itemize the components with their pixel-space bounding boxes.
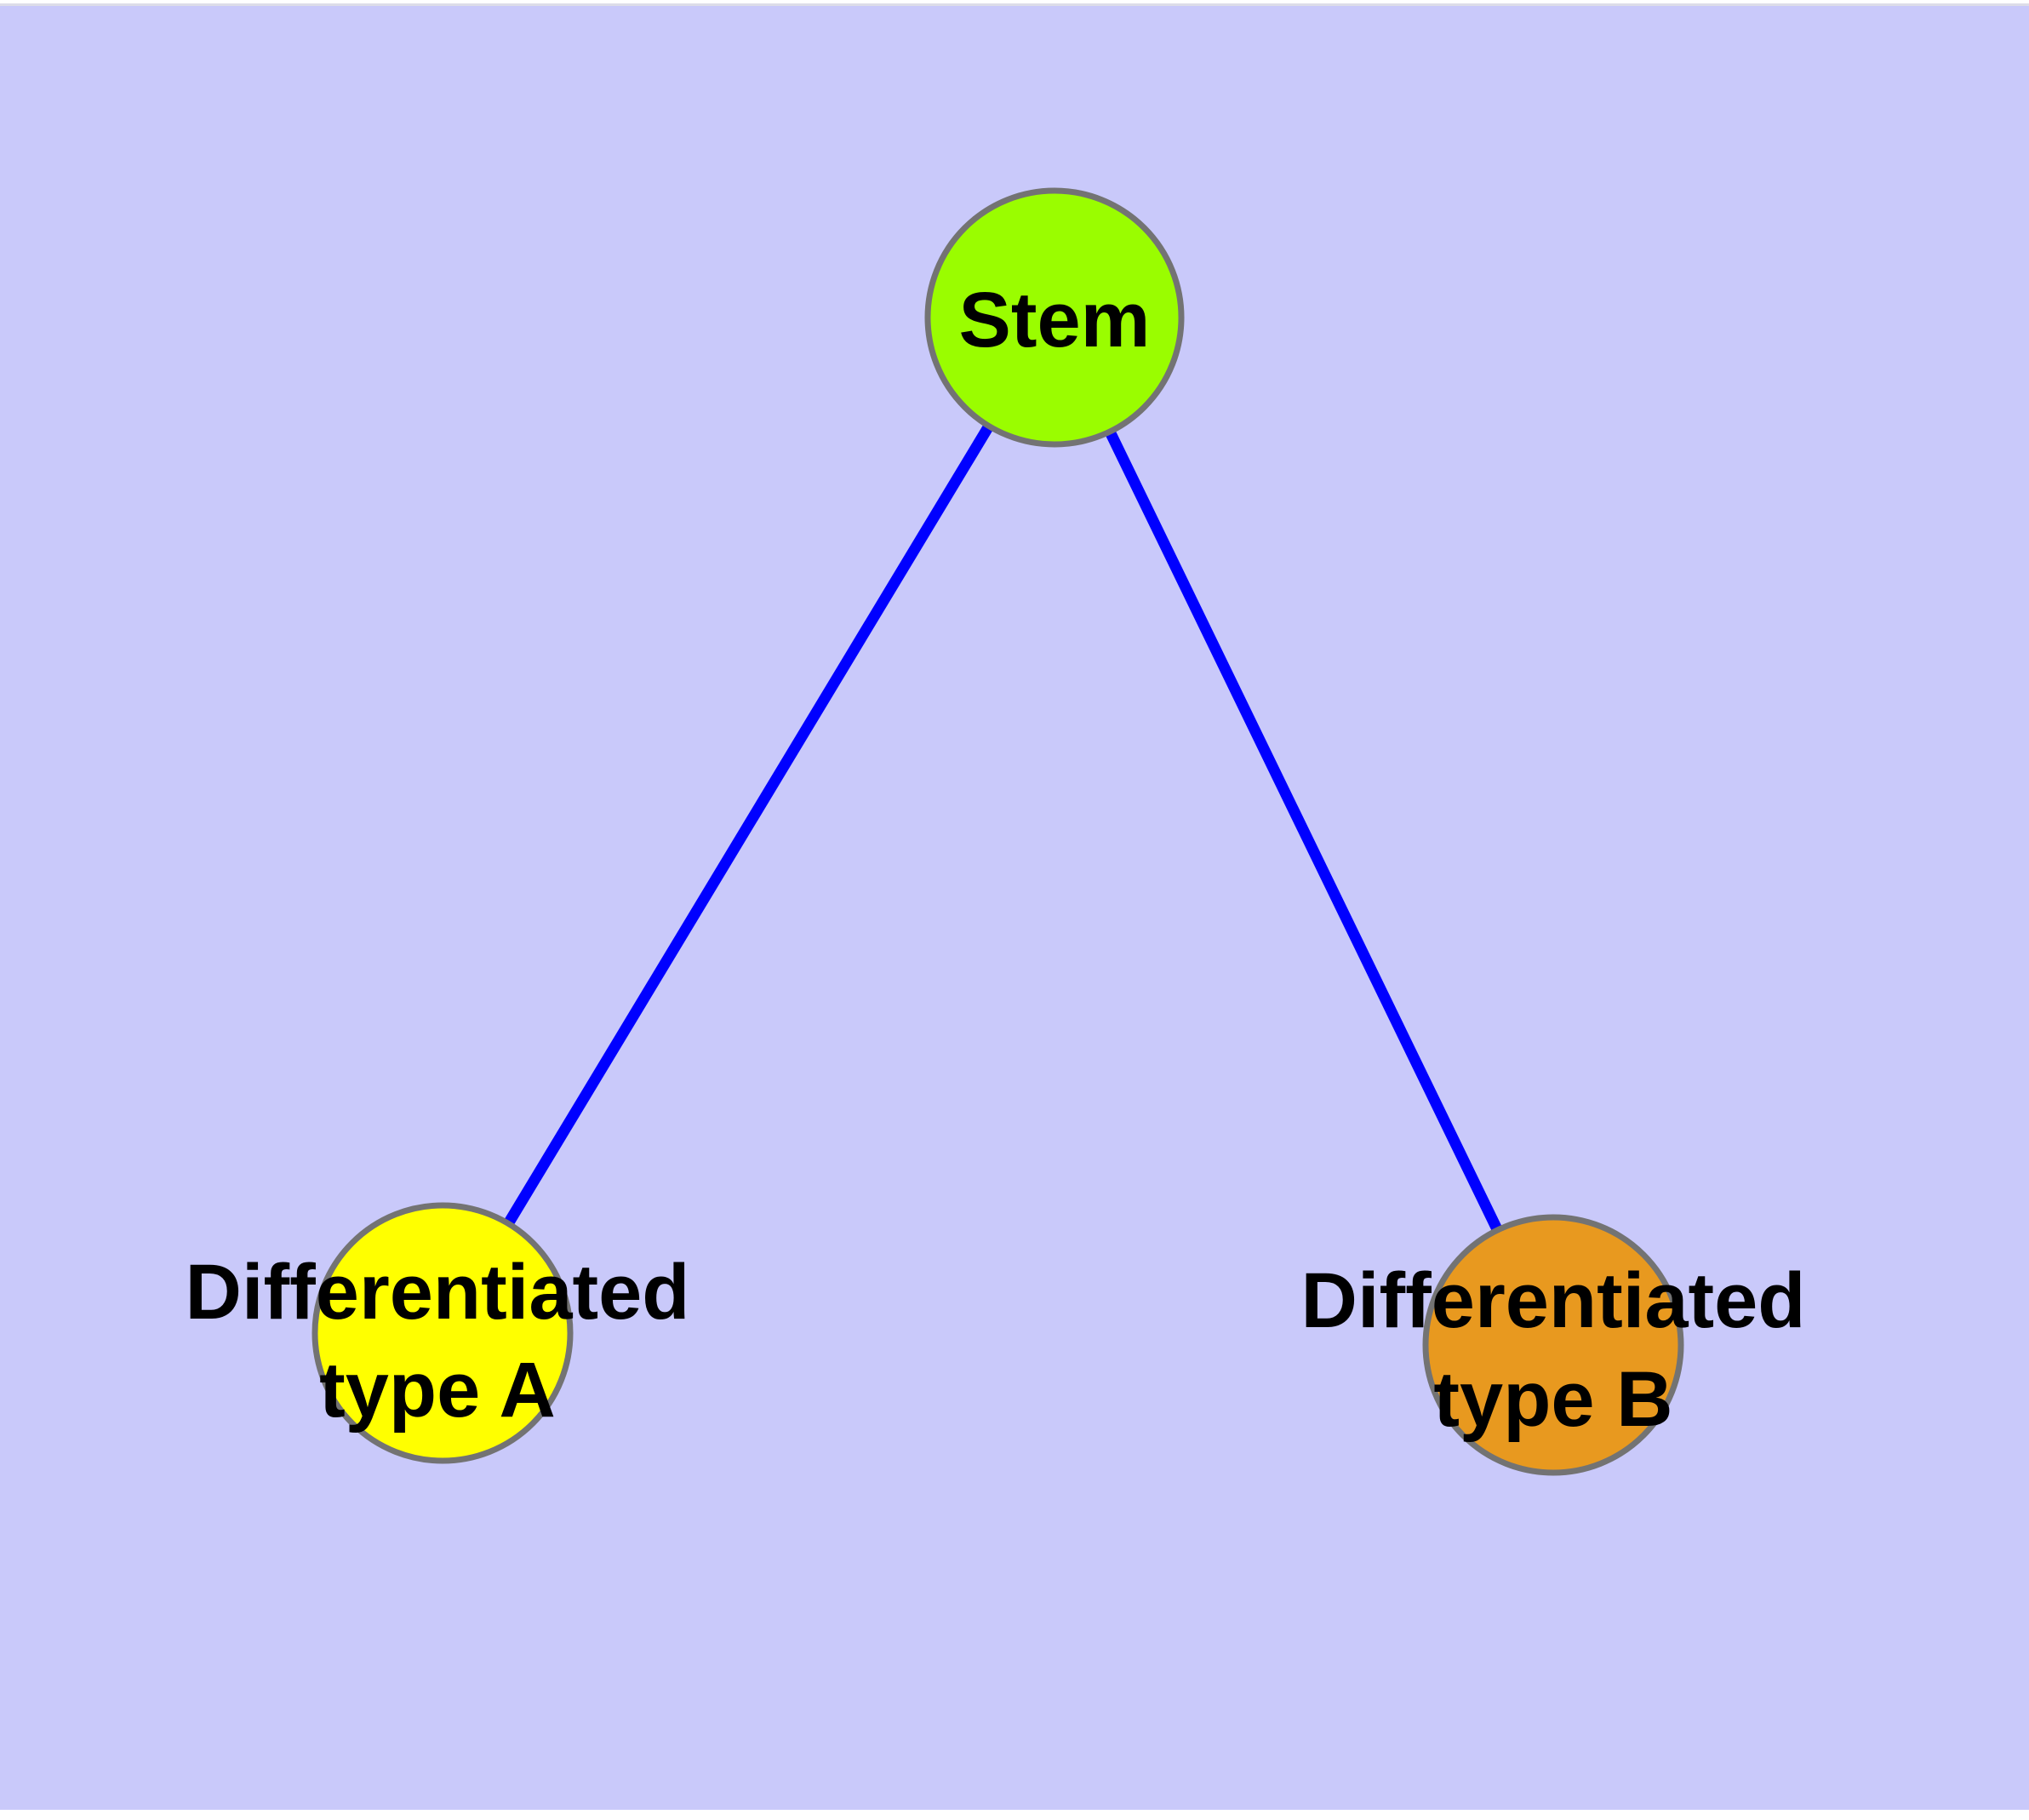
node-type-b-label-line1: Differentiated	[1301, 1257, 1806, 1344]
edge-stem-to-type-b	[1106, 431, 1502, 1232]
top-divider	[0, 3, 2029, 6]
node-type-b-label-line2: type B	[1433, 1356, 1672, 1443]
edge-stem-to-type-a	[504, 424, 993, 1226]
node-stem-label: Stem	[959, 277, 1151, 363]
node-differentiated-type-b	[1422, 1214, 1684, 1476]
node-differentiated-type-a	[311, 1202, 574, 1464]
node-type-a-label-line2: type A	[319, 1347, 556, 1434]
node-stem	[924, 187, 1185, 448]
node-type-a-label-line1: Differentiated	[186, 1249, 690, 1336]
